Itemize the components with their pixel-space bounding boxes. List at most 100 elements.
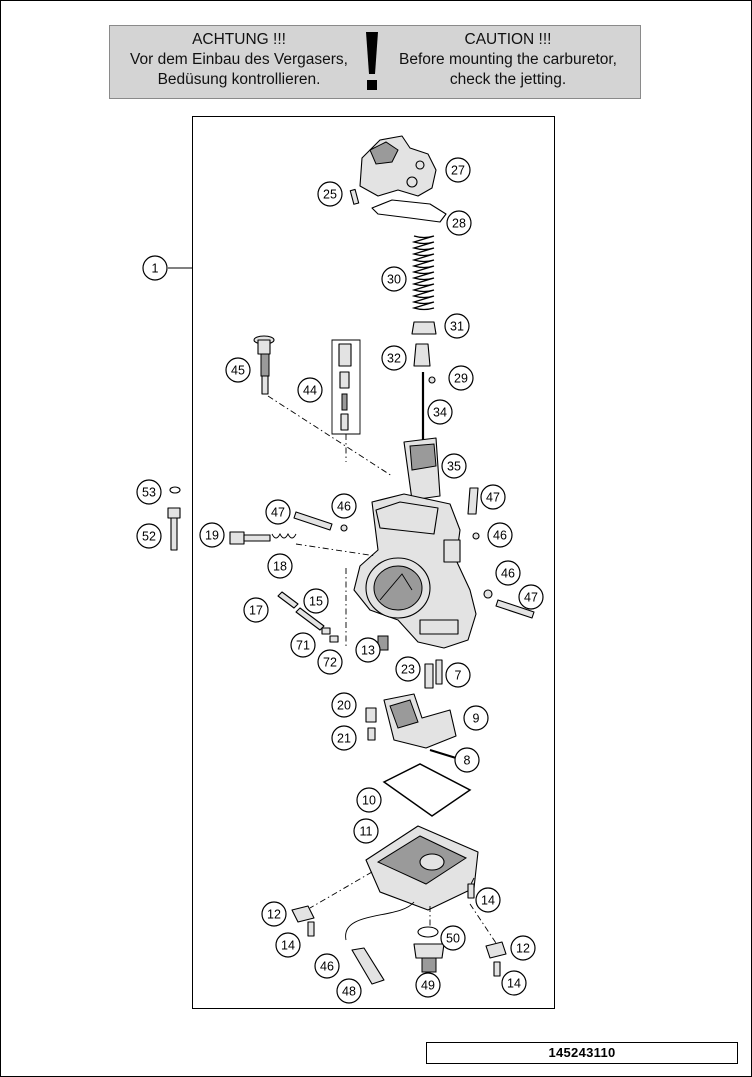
callout-47: 47: [518, 584, 544, 610]
callout-number: 52: [142, 530, 156, 544]
callout-72: 72: [317, 649, 343, 675]
callout-layer: 1789101112121314141415171819202123252728…: [136, 157, 544, 1004]
callout-71: 71: [290, 632, 316, 658]
assembly-line: [309, 871, 373, 909]
choke-kit-part: [331, 339, 361, 435]
callout-circle: [501, 970, 527, 996]
top-cover-part: [359, 135, 437, 197]
callout-circle: [518, 584, 544, 610]
callout-31: 31: [444, 313, 470, 339]
callout-number: 1: [152, 262, 159, 276]
small-o-ring-part: [169, 486, 181, 494]
pin-part: [293, 511, 333, 531]
o-ring-part: [340, 524, 348, 532]
callout-48: 48: [336, 978, 362, 1004]
callout-46: 46: [331, 493, 357, 519]
callout-circle: [275, 932, 301, 958]
vent-hose-part: [345, 901, 415, 941]
callout-12: 12: [510, 935, 536, 961]
callout-number: 9: [473, 712, 480, 726]
callout-29: 29: [448, 365, 474, 391]
callout-number: 44: [303, 384, 317, 398]
callout-circle: [475, 887, 501, 913]
bracket-part: [291, 905, 315, 923]
assembly-line: [469, 877, 475, 887]
callout-number: 19: [205, 529, 219, 543]
callout-circle: [243, 597, 269, 623]
callout-number: 29: [454, 372, 468, 386]
callout-30: 30: [381, 266, 407, 292]
bowl-screw-part: [493, 961, 501, 977]
idle-screw-part: [229, 531, 297, 545]
callout-1: 1: [142, 255, 168, 281]
callout-28: 28: [446, 210, 472, 236]
callout-number: 46: [337, 500, 351, 514]
callout-number: 23: [401, 663, 415, 677]
callout-number: 7: [455, 669, 462, 683]
callout-number: 17: [249, 604, 263, 618]
callout-number: 35: [447, 460, 461, 474]
o-ring-part: [483, 589, 493, 599]
callout-46: 46: [495, 560, 521, 586]
callout-number: 8: [464, 754, 471, 768]
float-part-shade: [389, 699, 419, 729]
carburetor-body-part: [353, 493, 477, 649]
callout-number: 71: [296, 639, 310, 653]
callout-number: 14: [281, 939, 295, 953]
callout-number: 47: [271, 506, 285, 520]
callout-14: 14: [275, 932, 301, 958]
callout-circle: [427, 399, 453, 425]
callout-11: 11: [353, 818, 379, 844]
callout-circle: [415, 972, 441, 998]
assembly-line: [267, 395, 393, 477]
needle-jet-part: [424, 663, 434, 689]
callout-number: 28: [452, 217, 466, 231]
float-bowl-part: [365, 825, 479, 911]
bracket-part: [485, 941, 507, 959]
callout-50: 50: [440, 925, 466, 951]
callout-47: 47: [265, 499, 291, 525]
float-part: [383, 693, 457, 749]
callout-47: 47: [480, 484, 506, 510]
callout-number: 46: [501, 567, 515, 581]
callout-20: 20: [331, 692, 357, 718]
callout-circle: [142, 255, 168, 281]
warning-german-line: Bedüsung kontrollieren.: [157, 71, 321, 88]
plug-part: [170, 517, 178, 551]
assembly-line: [295, 543, 377, 557]
callout-number: 13: [361, 644, 375, 658]
exclamation-icon: [366, 32, 378, 90]
callout-number: 72: [323, 656, 337, 670]
pin-part: [495, 599, 535, 619]
warning-english-line: Before mounting the carburetor,: [399, 51, 617, 68]
callout-25: 25: [317, 181, 343, 207]
callout-10: 10: [356, 787, 382, 813]
callout-number: 18: [273, 560, 287, 574]
callout-circle: [331, 493, 357, 519]
float-valve-part: [365, 707, 377, 723]
callout-number: 14: [507, 977, 521, 991]
drain-plug-part: [413, 943, 445, 959]
callout-circle: [495, 560, 521, 586]
callout-circle: [441, 453, 467, 479]
callout-number: 10: [362, 794, 376, 808]
callout-circle: [445, 157, 471, 183]
callout-number: 47: [486, 491, 500, 505]
air-screw-part: [253, 335, 275, 395]
callout-circle: [445, 662, 471, 688]
pilot-jet-part: [435, 659, 443, 685]
callout-46: 46: [487, 522, 513, 548]
callout-7: 7: [445, 662, 471, 688]
callout-circle: [355, 637, 381, 663]
adjuster-part: [277, 591, 299, 609]
callout-53: 53: [136, 479, 162, 505]
warning-english-line: CAUTION !!!: [464, 31, 552, 48]
warning-german: ACHTUNG !!! Vor dem Einbau des Vergasers…: [114, 30, 364, 90]
callout-52: 52: [136, 523, 162, 549]
callout-circle: [136, 479, 162, 505]
drain-plug-thread: [421, 957, 437, 973]
callout-number: 30: [387, 273, 401, 287]
callout-circle: [463, 705, 489, 731]
callout-circle: [331, 725, 357, 751]
callout-number: 32: [387, 352, 401, 366]
